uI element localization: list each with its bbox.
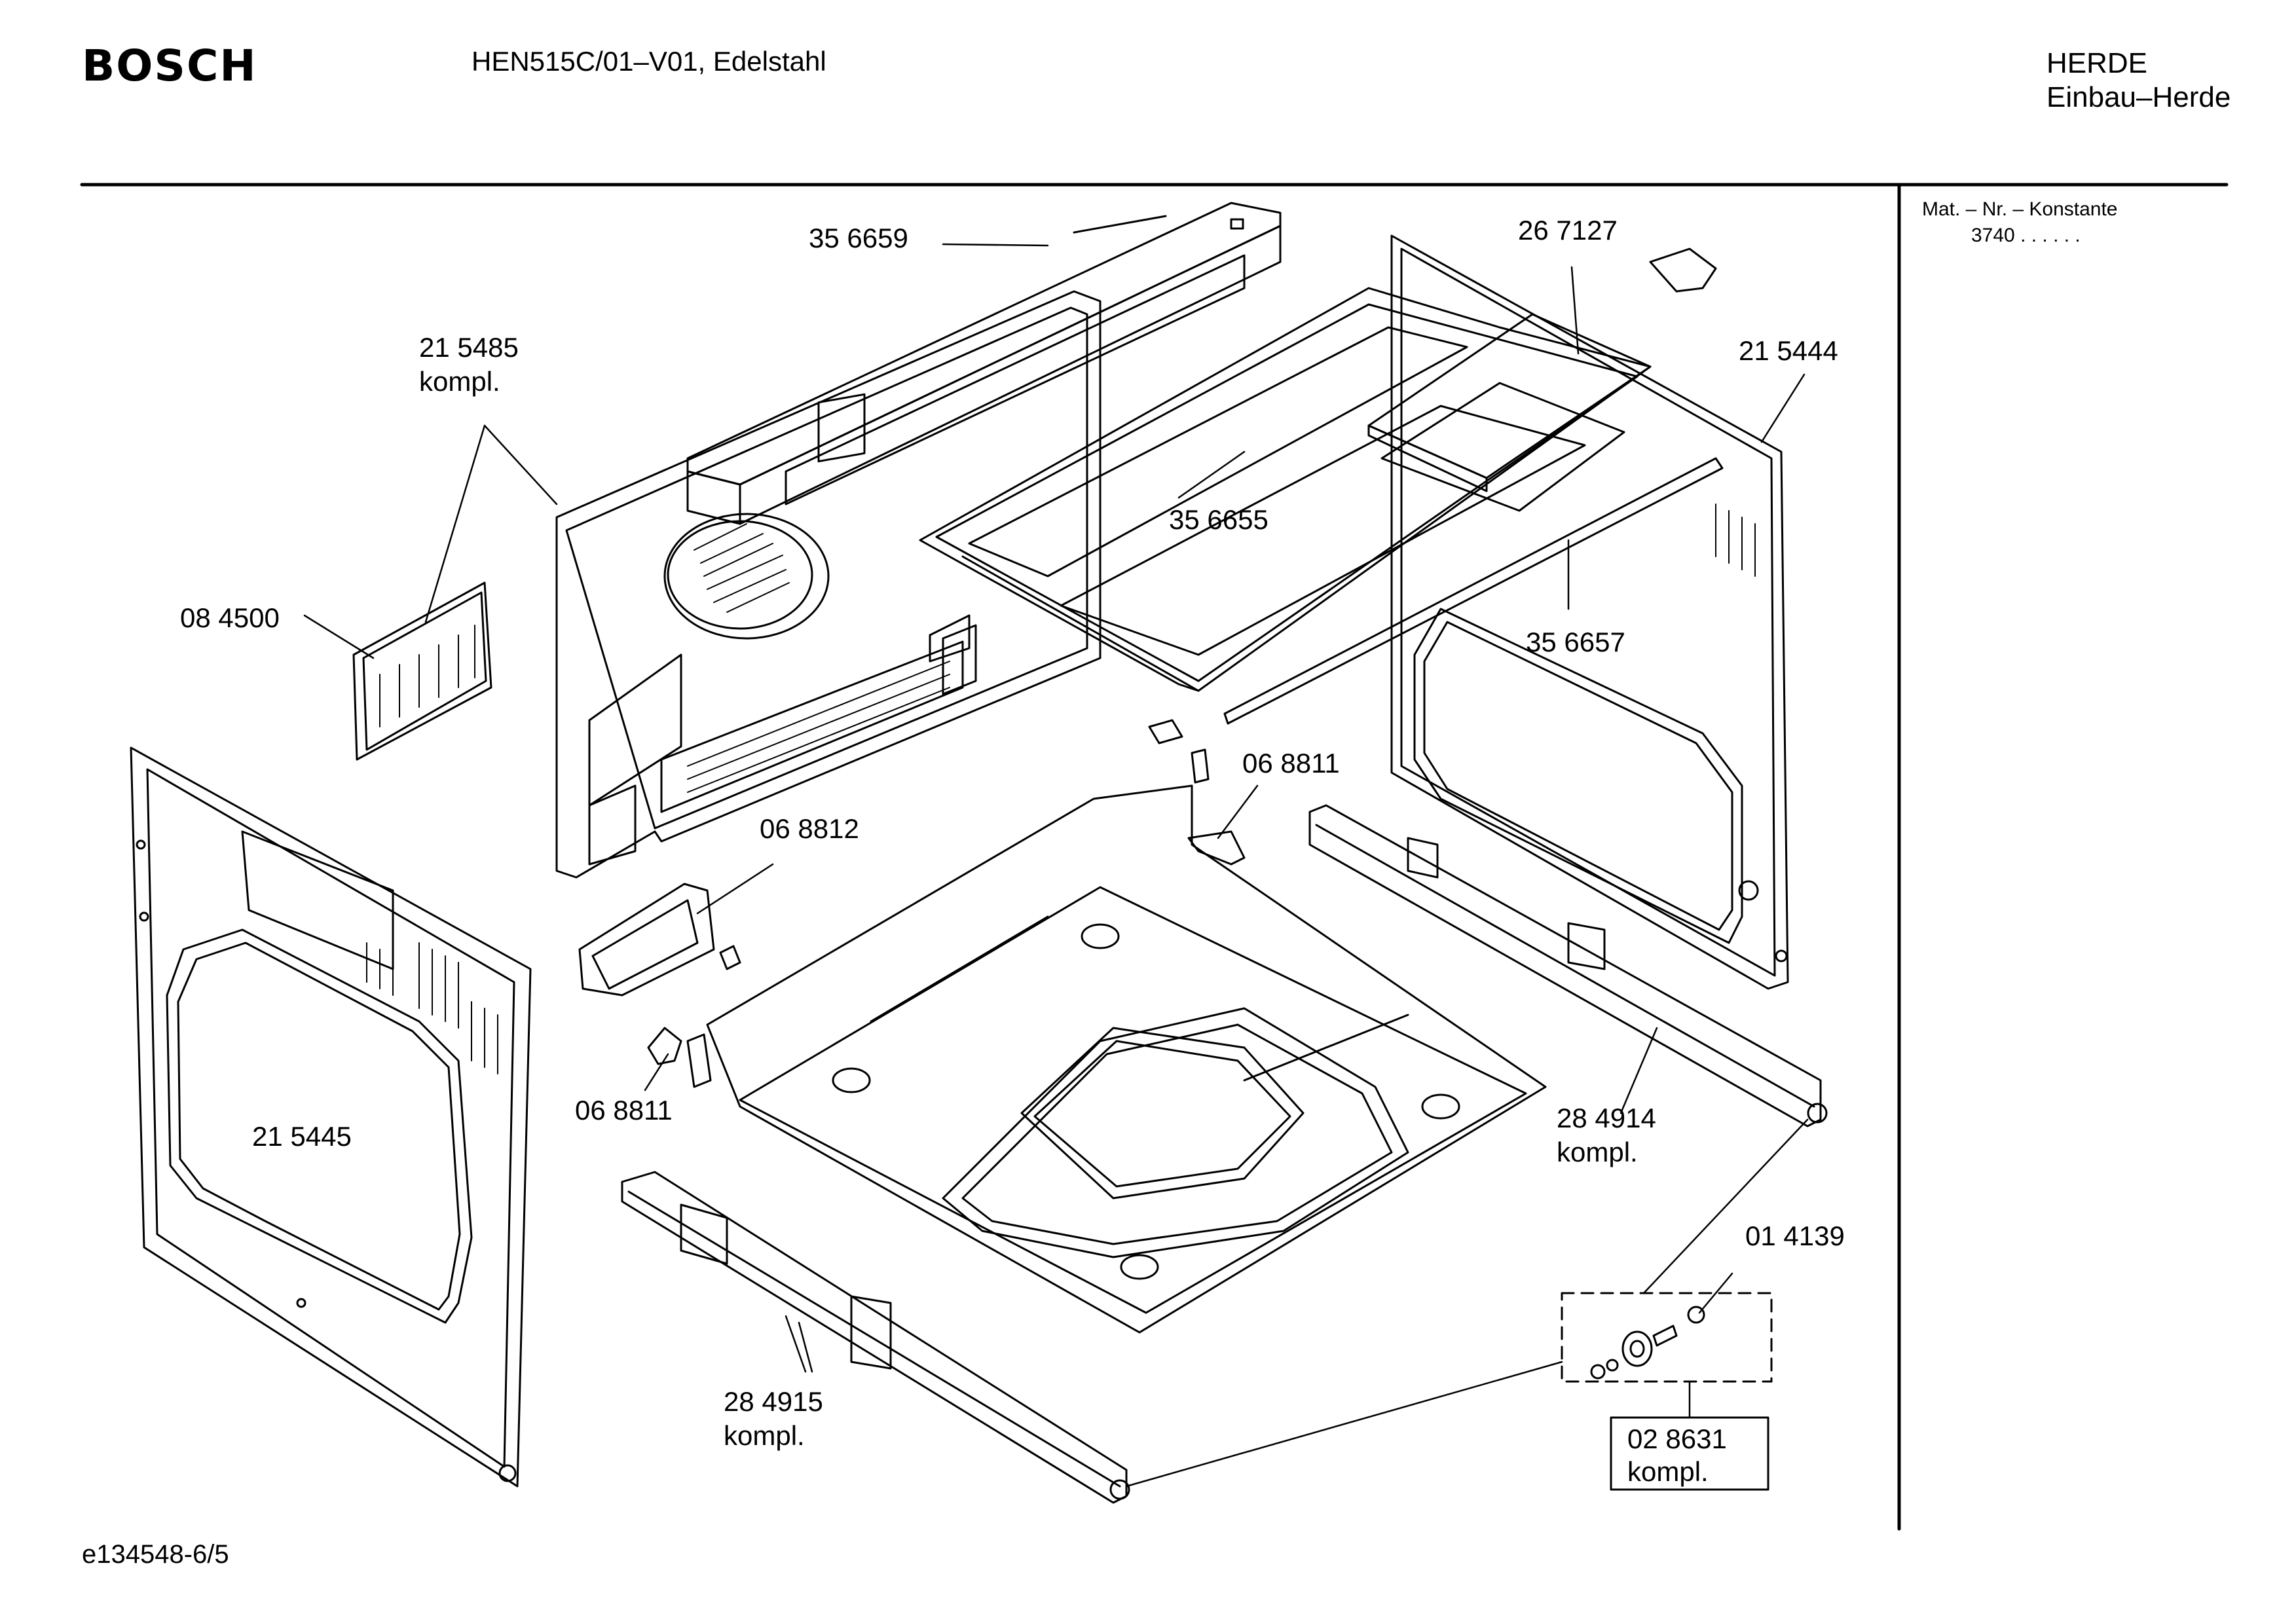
material-number-value: 3740 . . . . . . xyxy=(1971,225,2081,246)
part-label-014139: 01 4139 xyxy=(1745,1220,1845,1251)
drawing-id: e134548-6/5 xyxy=(82,1540,229,1569)
part-label-215444: 21 5444 xyxy=(1739,335,1838,366)
vent-grille xyxy=(352,581,492,761)
part-label-284914: 28 4914 xyxy=(1557,1103,1656,1133)
rail-right xyxy=(1308,804,1828,1127)
part-label-215485: 21 5485 xyxy=(419,332,519,363)
rear-panel xyxy=(555,290,1102,879)
part-label-068812: 06 8812 xyxy=(760,813,859,844)
material-number-title: Mat. – Nr. – Konstante xyxy=(1922,198,2118,220)
side-panel-left xyxy=(130,746,532,1488)
category-label: HERDE xyxy=(2046,47,2148,79)
part-label-267127: 26 7127 xyxy=(1518,215,1618,246)
part-label-068811-upper: 06 8811 xyxy=(1242,748,1340,779)
part-label-084500: 08 4500 xyxy=(180,602,280,633)
bracket-small-lower xyxy=(647,1027,712,1088)
part-label-068811-lower: 06 8811 xyxy=(575,1095,673,1126)
part-label-284915: 28 4915 xyxy=(724,1386,823,1417)
rail-lower xyxy=(621,1171,1130,1504)
model-title: HEN515C/01–V01, Edelstahl xyxy=(472,46,826,77)
cover-plate xyxy=(1367,247,1717,512)
part-label-284914-note: kompl. xyxy=(1557,1137,1638,1167)
part-label-028631-note: kompl. xyxy=(1627,1456,1709,1487)
top-cover xyxy=(686,202,1282,525)
part-label-028631: 02 8631 xyxy=(1627,1423,1727,1454)
part-label-356657: 35 6657 xyxy=(1526,627,1625,657)
bracket-large xyxy=(578,883,741,997)
bracket-small-upper xyxy=(1148,719,1246,866)
bottom-panel xyxy=(706,784,1547,1334)
rail-upper xyxy=(1223,457,1724,725)
part-label-215445: 21 5445 xyxy=(252,1121,352,1152)
side-panel-right xyxy=(1390,234,1789,990)
subcategory-label: Einbau–Herde xyxy=(2046,81,2231,113)
part-label-356655: 35 6655 xyxy=(1169,504,1268,535)
leader-lines xyxy=(303,243,1809,1488)
brand-logo: BOSCH xyxy=(82,41,257,91)
part-label-215485-note: kompl. xyxy=(419,366,500,397)
part-label-356659: 35 6659 xyxy=(809,223,908,253)
part-label-284915-note: kompl. xyxy=(724,1420,805,1451)
